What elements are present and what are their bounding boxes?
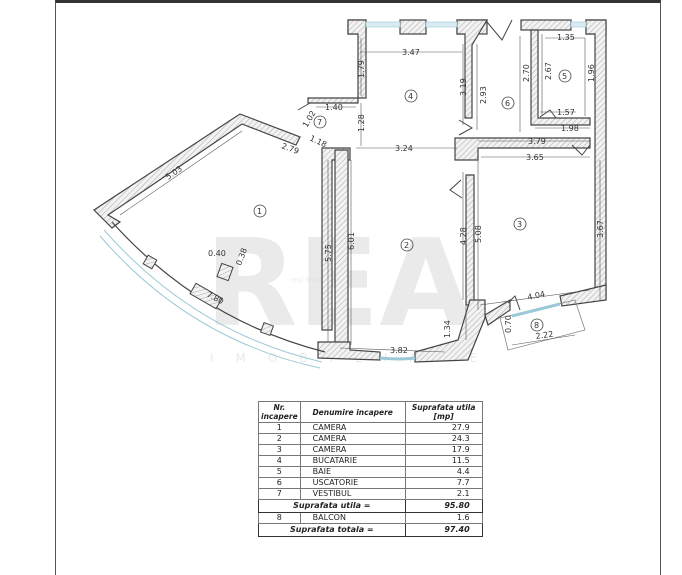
dim-label: 1.34 (443, 320, 452, 338)
dim-label: 3.47 (402, 48, 420, 57)
room-number-4: 4 (408, 92, 413, 101)
walls (93, 19, 607, 363)
room-number-7: 7 (317, 118, 322, 127)
doors (297, 19, 591, 311)
curved-window-wall (99, 21, 587, 369)
table-row: 5 BAIE 4.4 (258, 466, 483, 478)
dim-label: 3.79 (528, 137, 546, 146)
dim-label: 1.79 (357, 60, 366, 78)
dim-label: 1.98 (561, 124, 579, 133)
table-row: 7 VESTIBUL 2.1 (258, 488, 483, 500)
dim-label: 5.08 (474, 225, 483, 243)
room-number-3: 3 (517, 220, 522, 229)
room-numbers: 1 2 3 4 5 6 7 8 (253, 69, 572, 332)
table-row: 3 CAMERA 17.9 (258, 444, 483, 456)
table-row: 2 CAMERA 24.3 (258, 433, 483, 445)
floor-plan: REA IMOBILIARE real imobiliare (93, 19, 607, 369)
dim-label: 5.75 (324, 244, 333, 262)
dim-label: 2.93 (479, 86, 488, 104)
dim-label: 1.35 (557, 33, 575, 42)
dim-label: 1.96 (587, 64, 596, 82)
balcony-row: 8 BALCON 1.6 (258, 512, 483, 524)
room-number-8: 8 (534, 321, 539, 330)
dim-label: 1.40 (325, 103, 343, 112)
dim-label: 1.57 (557, 108, 575, 117)
dim-label: 4.28 (459, 227, 468, 245)
dim-label: 3.65 (526, 153, 544, 162)
header-nr: Nr. incapere (258, 401, 301, 423)
dim-label: 1.18 (308, 134, 328, 150)
room-number-6: 6 (505, 99, 510, 108)
dim-label: 0.40 (208, 249, 226, 258)
dim-label: 3.24 (395, 144, 413, 153)
dim-label: 1.28 (357, 114, 366, 132)
room-number-2: 2 (404, 241, 409, 250)
table-header-row: Nr. incapere Denumire incapere Suprafata… (258, 401, 483, 423)
useful-area-total-row: Suprafata utila = 95.80 (258, 499, 483, 513)
total-area-row: Suprafata totala = 97.40 (258, 523, 483, 537)
dim-label: 2.70 (522, 64, 531, 82)
header-area: Suprafata utila [mp] (404, 401, 483, 423)
dim-label: 2.22 (535, 330, 554, 341)
header-name: Denumire incapere (299, 401, 406, 423)
room-number-5: 5 (562, 72, 567, 81)
drawing-frame (55, 0, 661, 575)
dim-label: 0.70 (504, 315, 513, 333)
table-row: 1 CAMERA 27.9 (258, 422, 483, 434)
room-number-1: 1 (257, 207, 262, 216)
dimension-lines (119, 34, 601, 353)
balcony (499, 299, 586, 351)
dim-label: 4.04 (527, 289, 546, 302)
dim-label: 6.01 (347, 232, 356, 250)
dim-label: 3.82 (390, 346, 408, 355)
svg-text:real imobiliare: real imobiliare (290, 276, 340, 284)
room-area-table: Nr. incapere Denumire incapere Suprafata… (258, 401, 483, 537)
table-row: 6 USCATORIE 7.7 (258, 477, 483, 489)
dim-label: 3.67 (596, 220, 605, 238)
table-row: 4 BUCATARIE 11.5 (258, 455, 483, 467)
dim-label: 3.19 (459, 78, 468, 96)
dim-label: 2.67 (544, 62, 553, 80)
